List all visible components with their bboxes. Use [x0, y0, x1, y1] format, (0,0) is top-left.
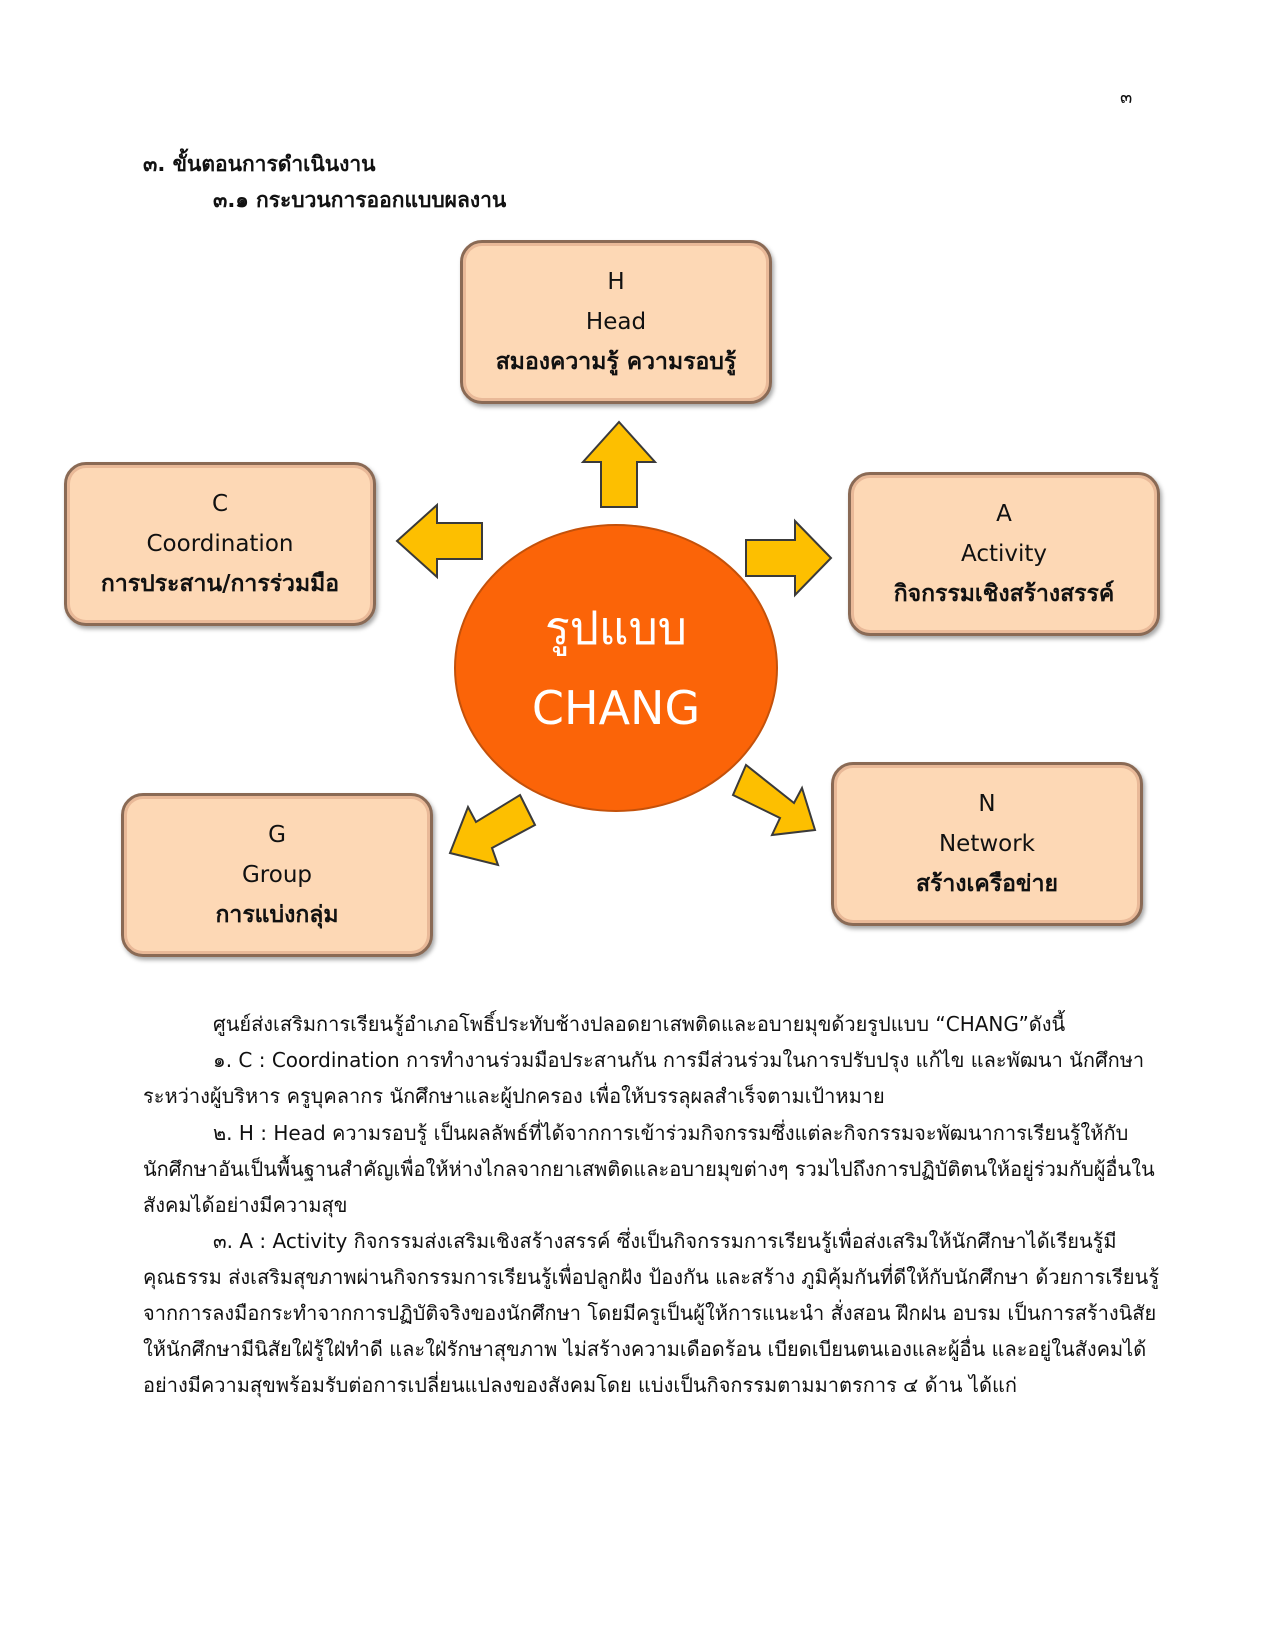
diagram-arrows: [395, 420, 833, 867]
body-line: ๒. H : Head ความรอบรู้ เป็นผลลัพธ์ที่ได้…: [213, 1121, 1129, 1145]
box-coordination: C Coordination การประสาน/การร่วมมือ: [64, 462, 376, 626]
box-thai: การแบ่งกลุ่ม: [215, 902, 339, 928]
box-network: N Network สร้างเครือข่าย: [831, 762, 1143, 926]
box-english: Network: [938, 831, 1036, 857]
center-title-english: CHANG: [531, 681, 701, 735]
body-line: นักศึกษาอันเป็นพื้นฐานสำคัญเพื่อให้ห่างไ…: [143, 1157, 1155, 1181]
box-thai: การประสาน/การร่วมมือ: [100, 571, 340, 597]
body-line: ระหว่างผู้บริหาร ครูบุคลากร นักศึกษาและผ…: [143, 1084, 885, 1108]
box-thai: สมองความรู้ ความรอบรู้: [495, 349, 737, 375]
box-english: Activity: [960, 541, 1047, 567]
box-letter: A: [996, 501, 1012, 527]
body-line: ศูนย์ส่งเสริมการเรียนรู้อำเภอโพธิ์ประทับ…: [213, 1012, 1066, 1036]
body-line: อย่างมีความสุขพร้อมรับต่อการเปลี่ยนแปลงข…: [143, 1373, 1017, 1397]
body-line: คุณธรรม ส่งเสริมสุขภาพผ่านกิจกรรมการเรีย…: [143, 1265, 1160, 1289]
body-line: สังคมได้อย่างมีความสุข: [143, 1193, 348, 1217]
box-english: Group: [241, 862, 313, 888]
body-line: ๑. C : Coordination การทำงานร่วมมือประสา…: [213, 1048, 1145, 1072]
page-number: ๓: [1120, 87, 1133, 108]
box-letter: G: [268, 822, 286, 848]
arrow-down-right-icon: [731, 763, 817, 837]
arrow-right-icon: [745, 518, 833, 598]
body-line: ให้นักศึกษามีนิสัยใฝ่รู้ใฝ่ทำดี และใฝ่รั…: [143, 1337, 1147, 1361]
body-line: ๓. A : Activity กิจกรรมส่งเสริมเชิงสร้าง…: [213, 1229, 1117, 1253]
box-letter: C: [211, 491, 229, 517]
box-activity: A Activity กิจกรรมเชิงสร้างสรรค์: [848, 472, 1160, 636]
box-group: G Group การแบ่งกลุ่ม: [121, 793, 433, 957]
section-heading: ๓. ขั้นตอนการดำเนินงาน: [143, 152, 376, 176]
center-title-thai: รูปแบบ: [545, 601, 687, 655]
subsection-heading: ๓.๑ กระบวนการออกแบบผลงาน: [213, 188, 507, 212]
box-thai: สร้างเครือข่าย: [915, 871, 1059, 897]
box-english: Head: [585, 309, 647, 335]
arrow-up-icon: [580, 420, 658, 508]
arrow-down-left-icon: [448, 793, 537, 867]
center-circle: รูปแบบ CHANG: [454, 524, 778, 812]
box-thai: กิจกรรมเชิงสร้างสรรค์: [893, 581, 1115, 607]
box-letter: H: [607, 269, 625, 295]
arrow-left-icon: [395, 502, 483, 580]
box-letter: N: [978, 791, 996, 817]
box-head: H Head สมองความรู้ ความรอบรู้: [460, 240, 772, 404]
body-line: จากการลงมือกระทำจากการปฏิบัติจริงของนักศ…: [143, 1301, 1157, 1325]
box-english: Coordination: [146, 531, 294, 557]
